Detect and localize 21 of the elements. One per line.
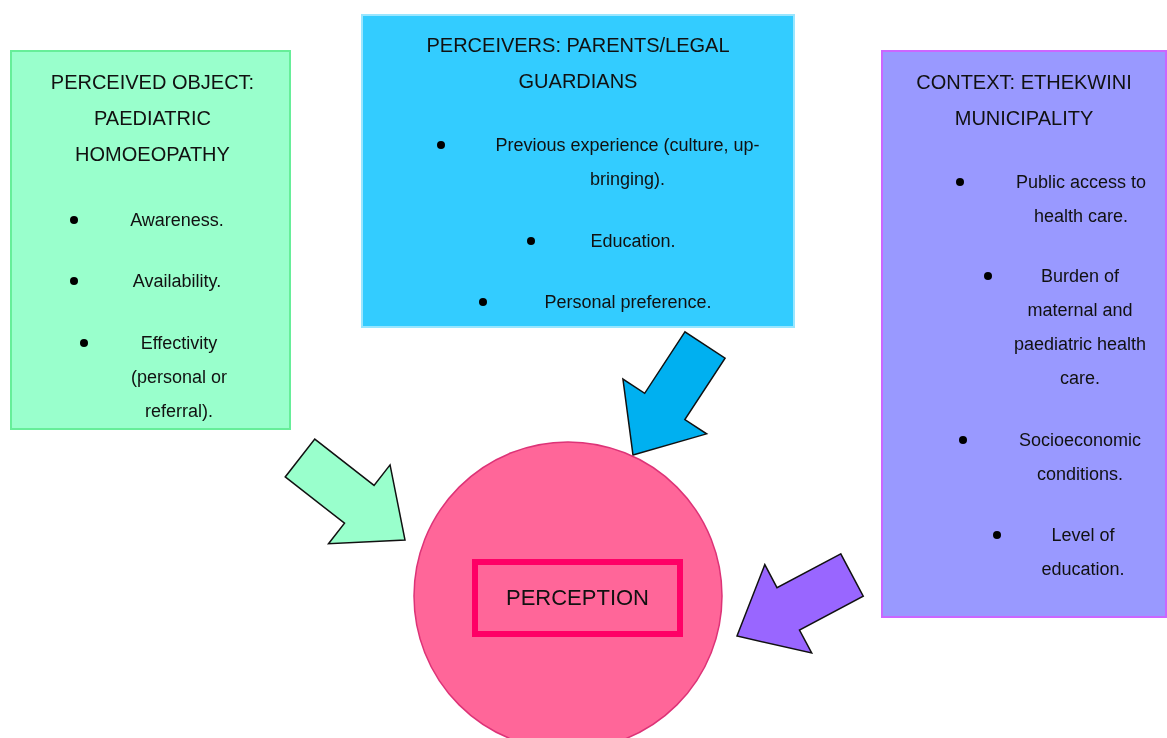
perception-label: PERCEPTION: [506, 585, 649, 611]
block-arrow: [736, 552, 865, 655]
bullet-text: Effectivity (personal or referral).: [129, 332, 228, 423]
bullet-text: Previous experience (culture, up-bringing).: [494, 134, 761, 191]
bullet-text: Burden of maternal and paediatric health care.: [1012, 265, 1148, 390]
block-arrow: [621, 330, 727, 456]
topic-card: [10, 50, 291, 430]
perception-box: [472, 559, 683, 637]
card-heading: PERCEIVERS: PARENTS/LEGAL GUARDIANS: [425, 33, 731, 94]
bullet-text: Personal preference.: [543, 291, 713, 314]
block-arrow: [284, 438, 406, 545]
topic-card: [881, 50, 1167, 618]
card-heading: CONTEXT: ETHEKWINI MUNICIPALITY: [915, 70, 1133, 131]
bullet-text: Education.: [589, 230, 677, 253]
card-heading: PERCEIVED OBJECT: PAEDIATRIC HOMOEOPATHY: [49, 70, 256, 167]
topic-card: [361, 14, 795, 328]
bullet-text: Awareness.: [129, 209, 225, 232]
bullet-text: Socioeconomic conditions.: [1017, 429, 1143, 486]
bullet-text: Availability.: [131, 270, 223, 293]
bullet-text: Level of education.: [1040, 524, 1126, 581]
bullet-text: Public access to health care.: [1014, 171, 1148, 228]
